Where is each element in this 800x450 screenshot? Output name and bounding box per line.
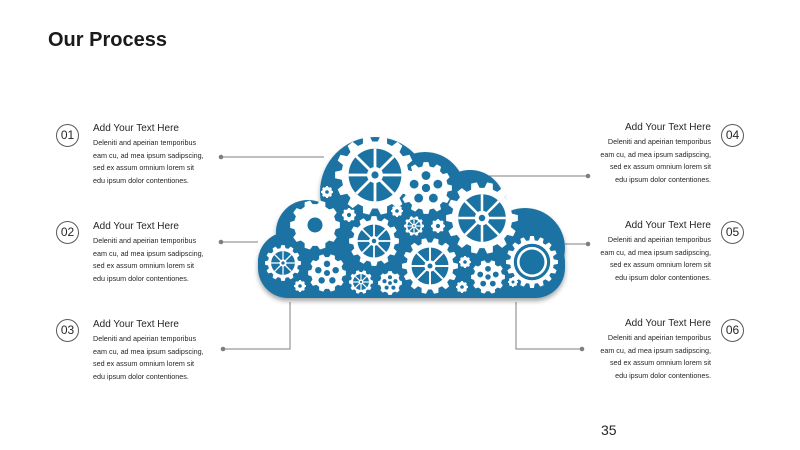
gear-icon — [294, 280, 306, 292]
step-heading-03: Add Your Text Here — [93, 319, 179, 330]
gear-icon — [342, 208, 356, 222]
step-line: sed ex assum omnium lorem sit — [609, 358, 711, 368]
step-line: Deleniti and apeirian temporibus — [607, 235, 711, 244]
gear-icon — [391, 205, 403, 217]
step-text-05: Add Your Text Here Deleniti and apeirian… — [571, 220, 711, 284]
step-body-02: Deleniti and apeirian temporibus eam cu,… — [93, 235, 233, 285]
step-number-04: 04 — [721, 124, 744, 147]
step-heading-04: Add Your Text Here — [625, 122, 711, 133]
gear-icon — [378, 271, 402, 295]
gear-icon — [446, 182, 518, 254]
page-number: 35 — [601, 422, 617, 438]
step-line: edu ipsum dolor contentiones. — [615, 174, 711, 184]
step-line: eam cu, ad mea ipsum sadipscing, — [600, 247, 711, 257]
step-text-04: Add Your Text Here Deleniti and apeirian… — [571, 122, 711, 186]
step-body-03: Deleniti and apeirian temporibus eam cu,… — [93, 333, 233, 383]
step-line: edu ipsum dolor contentiones. — [93, 273, 189, 283]
step-line: Deleniti and apeirian temporibus — [607, 137, 711, 146]
step-text-02: Add Your Text Here Deleniti and apeirian… — [93, 221, 233, 285]
step-line: sed ex assum omnium lorem sit — [93, 261, 195, 271]
step-line: eam cu, ad mea ipsum sadipscing, — [93, 346, 204, 356]
step-line: sed ex assum omnium lorem sit — [93, 359, 195, 369]
gear-icon — [506, 236, 558, 288]
gear-icon — [400, 162, 452, 214]
gear-icon — [349, 270, 373, 294]
step-line: Deleniti and apeirian temporibus — [607, 333, 711, 342]
step-number-02: 02 — [56, 221, 79, 244]
gear-icon — [404, 216, 424, 236]
step-heading-06: Add Your Text Here — [625, 318, 711, 329]
connector-dot-06 — [579, 346, 585, 352]
step-line: eam cu, ad mea ipsum sadipscing, — [93, 248, 204, 258]
step-line: edu ipsum dolor contentiones. — [93, 371, 189, 381]
step-text-06: Add Your Text Here Deleniti and apeirian… — [571, 318, 711, 382]
step-text-01: Add Your Text Here Deleniti and apeirian… — [93, 123, 233, 187]
connector-lines — [221, 156, 588, 350]
connector-dots — [218, 154, 591, 352]
gears-group — [265, 135, 558, 295]
gear-icon — [308, 254, 346, 292]
step-body-06: Deleniti and apeirian temporibus eam cu,… — [571, 332, 711, 382]
slide-title: Our Process — [48, 29, 167, 51]
gear-icon — [290, 200, 340, 250]
step-heading-02: Add Your Text Here — [93, 221, 179, 232]
step-line: Deleniti and apeirian temporibus — [93, 236, 197, 245]
connector-dot-05 — [585, 241, 591, 247]
connector-06 — [515, 302, 582, 350]
step-line: eam cu, ad mea ipsum sadipscing, — [600, 345, 711, 355]
step-text-03: Add Your Text Here Deleniti and apeirian… — [93, 319, 233, 383]
gear-icon — [459, 256, 471, 268]
step-line: sed ex assum omnium lorem sit — [609, 260, 711, 270]
connector-dot-04 — [585, 173, 591, 179]
step-body-04: Deleniti and apeirian temporibus eam cu,… — [571, 136, 711, 186]
gear-icon — [471, 260, 505, 294]
step-heading-05: Add Your Text Here — [625, 220, 711, 231]
step-body-01: Deleniti and apeirian temporibus eam cu,… — [93, 137, 233, 187]
step-line: edu ipsum dolor contentiones. — [615, 370, 711, 380]
step-line: edu ipsum dolor contentiones. — [93, 175, 189, 185]
step-line: sed ex assum omnium lorem sit — [93, 163, 195, 173]
step-line: eam cu, ad mea ipsum sadipscing, — [600, 149, 711, 159]
connector-dot-01 — [218, 154, 224, 160]
gear-icon — [265, 245, 301, 281]
gear-icon — [335, 135, 415, 215]
connector-dot-02 — [218, 239, 224, 245]
step-number-05: 05 — [721, 221, 744, 244]
gear-icon — [349, 216, 399, 266]
gear-icon — [508, 277, 518, 287]
step-body-05: Deleniti and apeirian temporibus eam cu,… — [571, 234, 711, 284]
step-line: eam cu, ad mea ipsum sadipscing, — [93, 150, 204, 160]
gear-icon — [431, 219, 445, 233]
connector-03 — [223, 302, 291, 350]
step-line: Deleniti and apeirian temporibus — [93, 138, 197, 147]
step-number-01: 01 — [56, 124, 79, 147]
gear-icon — [456, 281, 468, 293]
step-line: Deleniti and apeirian temporibus — [93, 334, 197, 343]
gear-icon — [402, 238, 458, 294]
step-heading-01: Add Your Text Here — [93, 123, 179, 134]
step-number-03: 03 — [56, 319, 79, 342]
step-line: sed ex assum omnium lorem sit — [609, 162, 711, 172]
gear-icon — [321, 186, 333, 198]
step-line: edu ipsum dolor contentiones. — [615, 272, 711, 282]
step-number-06: 06 — [721, 319, 744, 342]
connector-dot-03 — [220, 346, 226, 352]
